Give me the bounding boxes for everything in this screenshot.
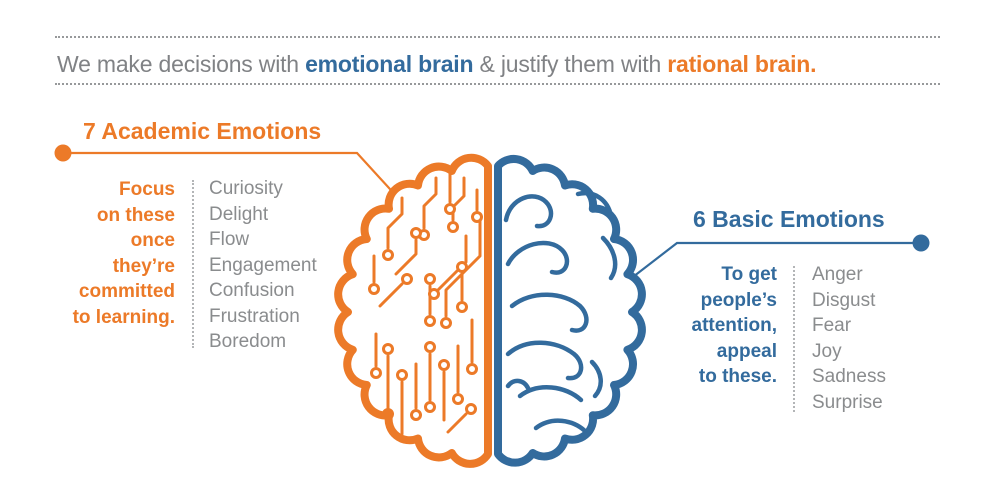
left-emotion-item: Flow <box>209 229 250 250</box>
right-emotion-item: Joy <box>812 340 842 362</box>
left-emotion-item: Confusion <box>209 280 295 301</box>
dotted-rule-bottom <box>55 83 940 85</box>
right-connector-dot <box>912 234 930 252</box>
left-emotion-item: Boredom <box>209 331 287 352</box>
left-note-line: to learning. <box>72 306 175 328</box>
left-dotted-divider <box>192 180 194 348</box>
right-note-line: attention, <box>691 315 778 336</box>
left-section-title: 7 Academic Emotions <box>83 118 322 144</box>
right-note-line: people’s <box>700 289 777 311</box>
right-note-line: appeal <box>716 340 777 362</box>
left-note-line: they’re <box>112 255 175 277</box>
right-emotion-item: Fear <box>812 315 852 336</box>
right-note-line: To get <box>721 264 777 285</box>
left-note-line: on these <box>96 204 175 226</box>
left-note-line: Focus <box>119 179 175 200</box>
right-emotion-item: Anger <box>812 264 863 285</box>
dotted-rule-top <box>55 36 940 38</box>
right-note-line: to these. <box>698 366 777 387</box>
headline-prefix: We make decisions with <box>57 51 306 77</box>
right-emotion-item: Sadness <box>812 366 886 387</box>
left-emotion-item: Delight <box>209 203 269 225</box>
left-note: Focus on these once they’re committed to lear… <box>40 177 175 330</box>
right-emotion-item: Disgust <box>812 289 876 311</box>
brain-right-folds-icon <box>494 154 646 467</box>
right-emotion-item: Surprise <box>812 391 883 413</box>
brain-left-circuit-icon <box>334 153 492 468</box>
left-note-line: once <box>130 230 175 251</box>
right-dotted-divider <box>793 266 795 412</box>
right-connector <box>628 234 930 281</box>
left-connector <box>54 144 401 201</box>
headline-middle: & justify them with <box>473 51 668 77</box>
right-note: To get people’s attention, appeal to these. <box>640 262 778 390</box>
left-emotion-item: Engagement <box>209 254 317 276</box>
left-note-line: committed <box>78 281 175 302</box>
right-connector-line <box>628 241 913 281</box>
headline: We make decisions with emotional brain &… <box>57 51 957 78</box>
right-section-title: 6 Basic Emotions <box>693 206 885 232</box>
left-emotion-item: Frustration <box>209 305 300 327</box>
headline-rational-brain: rational brain. <box>667 51 817 77</box>
left-emotion-item: Curiosity <box>209 178 283 199</box>
headline-emotional-brain: emotional brain <box>305 51 474 77</box>
left-connector-line <box>71 151 401 201</box>
left-connector-dot <box>54 144 72 162</box>
